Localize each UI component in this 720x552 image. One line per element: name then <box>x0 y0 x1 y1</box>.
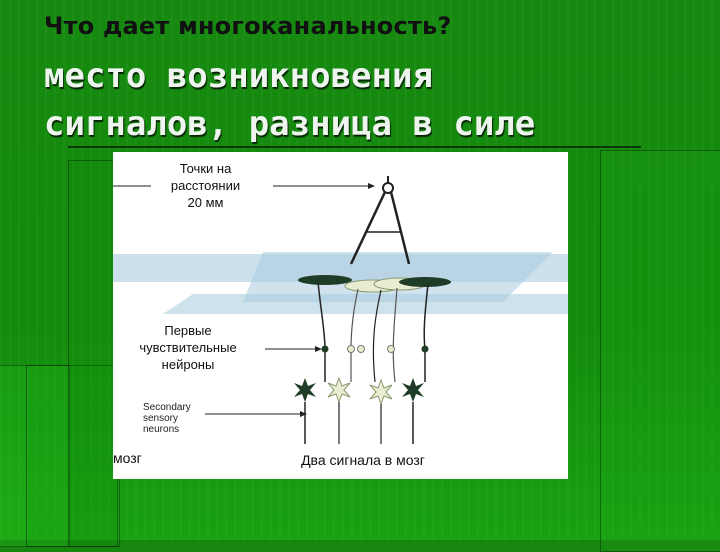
subtitle-line-1: место возникновения <box>44 56 433 96</box>
secondary-neuron-4 <box>402 378 424 402</box>
fiber-3 <box>372 289 382 383</box>
label-secondary-neurons: Secondary sensory neurons <box>143 402 223 435</box>
first-neuron-4 <box>387 345 395 353</box>
label-first-neurons: Первые чувствительные нейроны <box>113 322 263 373</box>
label-first-neurons-line-3: нейроны <box>161 357 215 372</box>
fiber-4 <box>392 287 398 383</box>
label-points-line-2: расстоянии <box>170 178 241 193</box>
label-two-signals: Два сигнала в мозг <box>301 452 425 468</box>
diagram-svg <box>113 176 568 444</box>
label-secondary-line-3: neurons <box>143 424 180 435</box>
decor-rect-left-inner <box>26 365 118 547</box>
first-neuron-3 <box>357 345 365 353</box>
label-brain-left: мозг <box>113 450 142 466</box>
slide-subtitle: место возникновения сигналов, разница в … <box>44 52 684 148</box>
label-points-line-3: 20 мм <box>187 195 224 210</box>
arrowhead-points <box>368 183 375 189</box>
caliper-hinge <box>382 182 394 194</box>
arrowhead-secondary <box>300 411 307 417</box>
secondary-neuron-3 <box>369 378 393 406</box>
first-neuron-2 <box>347 345 355 353</box>
label-first-neurons-line-2: чувствительные <box>139 340 237 355</box>
secondary-neuron-2 <box>327 376 351 404</box>
secondary-neuron-1 <box>294 378 316 402</box>
arrowhead-first-neurons <box>315 346 322 352</box>
subtitle-line-2: сигналов, разница в силе <box>44 104 536 144</box>
receptive-field-diagram: Точки на расстоянии 20 мм Первые чувстви… <box>113 152 568 479</box>
caliper-leg-left <box>349 191 387 265</box>
label-secondary-line-2: sensory <box>143 413 179 424</box>
slide-title: Что дает многоканальность? <box>44 12 452 40</box>
subtitle-underline <box>68 146 641 148</box>
label-points-line-1: Точки на <box>179 161 232 176</box>
receptive-field-right <box>399 277 451 287</box>
label-secondary-line-1: Secondary <box>143 402 191 413</box>
receptive-field-left <box>298 275 352 285</box>
label-first-neurons-line-1: Первые <box>164 323 212 338</box>
label-points-distance: Точки на расстоянии 20 мм <box>143 160 268 211</box>
decor-rect-left <box>0 365 70 547</box>
decor-rect-mid <box>68 160 120 547</box>
first-neuron-1 <box>321 345 329 353</box>
skin-plane-band <box>243 252 553 302</box>
decor-rect-right <box>600 150 720 552</box>
first-neuron-5 <box>421 345 429 353</box>
caliper-leg-right <box>389 191 411 265</box>
